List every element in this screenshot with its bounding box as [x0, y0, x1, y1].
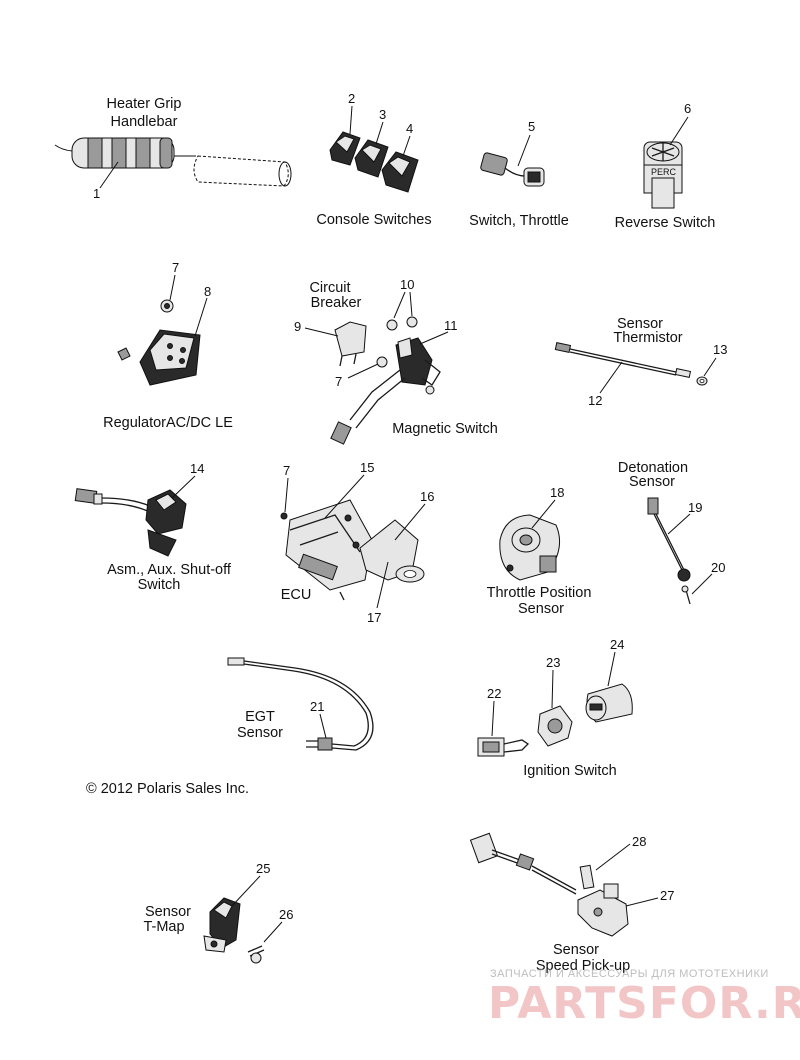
callout-25: 25 — [256, 861, 270, 876]
ecu-label: ECU — [281, 587, 312, 603]
copyright-text: © 2012 Polaris Sales Inc. — [86, 781, 249, 797]
callout-10: 10 — [400, 277, 414, 292]
callout-6: 6 — [684, 101, 691, 116]
heater-grip-label-line2: Handlebar — [111, 114, 178, 130]
detonation-label-line2: Sensor — [629, 474, 675, 490]
speed-pickup-illustration — [469, 832, 629, 937]
watermark-tagline: ЗАПЧАСТИ И АКСЕССУАРЫ ДЛЯ МОТОТЕХНИКИ — [490, 968, 769, 980]
callout-16: 16 — [420, 489, 434, 504]
callout-3: 3 — [379, 107, 386, 122]
detonation-label-line1: Detonation — [618, 460, 688, 476]
callout-12: 12 — [588, 393, 602, 408]
throttle-position-label-line1: Throttle Position — [487, 585, 592, 601]
shutoff-switch-label-line2: Switch — [138, 577, 181, 593]
callout-26: 26 — [279, 907, 293, 922]
callout-24: 24 — [610, 637, 624, 652]
tmap-sensor-illustration — [203, 897, 265, 964]
throttle-switch-illustration — [480, 152, 545, 187]
callout-14: 14 — [190, 461, 204, 476]
egt-label-line2: Sensor — [237, 725, 283, 741]
speed-pickup-label-line1: Sensor — [553, 942, 599, 958]
callout-15: 15 — [360, 460, 374, 475]
reverse-switch-illustration — [643, 141, 683, 209]
callout-19: 19 — [688, 500, 702, 515]
callout-9: 9 — [294, 319, 301, 334]
shutoff-switch-label-line1: Asm., Aux. Shut-off — [107, 562, 232, 578]
callout-7b: 7 — [335, 374, 342, 389]
callout-21: 21 — [310, 699, 324, 714]
console-switches-label: Console Switches — [316, 212, 431, 228]
callout-20: 20 — [711, 560, 725, 575]
callout-23: 23 — [546, 655, 560, 670]
tmap-label-line1: Sensor — [145, 904, 191, 920]
reverse-switch-label: Reverse Switch — [615, 215, 716, 231]
callout-2: 2 — [348, 91, 355, 106]
throttle-position-sensor-illustration — [499, 514, 561, 581]
thermistor-label-line1: Sensor — [617, 316, 663, 332]
detonation-sensor-illustration — [647, 497, 691, 605]
magnetic-switch-label: Magnetic Switch — [392, 421, 498, 437]
callout-22: 22 — [487, 686, 501, 701]
heater-grip-illustration — [54, 137, 292, 187]
circuit-breaker-label-line2: Breaker — [311, 295, 362, 311]
callout-4: 4 — [406, 121, 413, 136]
tmap-label-line2: T-Map — [143, 919, 184, 935]
regulator-label: RegulatorAC/DC LE — [103, 415, 233, 431]
callout-7a: 7 — [172, 260, 179, 275]
callout-11: 11 — [444, 318, 458, 333]
shutoff-switch-illustration — [74, 488, 187, 557]
callout-1: 1 — [93, 186, 100, 201]
callout-7c: 7 — [283, 463, 290, 478]
callout-13: 13 — [713, 342, 727, 357]
throttle-position-label-line2: Sensor — [518, 601, 564, 617]
thermistor-illustration — [554, 342, 708, 386]
egt-label-line1: EGT — [245, 709, 275, 725]
ignition-switch-illustration — [477, 683, 633, 757]
callout-18: 18 — [550, 485, 564, 500]
perc-text: PERC — [651, 167, 677, 177]
regulator-illustration — [117, 299, 201, 386]
callout-8: 8 — [204, 284, 211, 299]
throttle-switch-label: Switch, Throttle — [469, 213, 569, 229]
callout-28: 28 — [632, 834, 646, 849]
console-switches-illustration — [329, 131, 419, 193]
circuit-breaker-label-line1: Circuit — [309, 280, 350, 296]
thermistor-label-line2: Thermistor — [613, 330, 682, 346]
watermark-brand: PARTSFOR.RU — [488, 978, 800, 1029]
egt-sensor-illustration — [227, 657, 374, 751]
callout-27: 27 — [660, 888, 674, 903]
heater-grip-label-line1: Heater Grip — [107, 96, 182, 112]
callout-17: 17 — [367, 610, 381, 625]
ecu-illustration — [280, 499, 425, 601]
ignition-switch-label: Ignition Switch — [523, 763, 617, 779]
callout-5: 5 — [528, 119, 535, 134]
speed-pickup-label-line2: Speed Pick-up — [536, 958, 630, 974]
magnetic-switch-illustration — [330, 316, 441, 445]
